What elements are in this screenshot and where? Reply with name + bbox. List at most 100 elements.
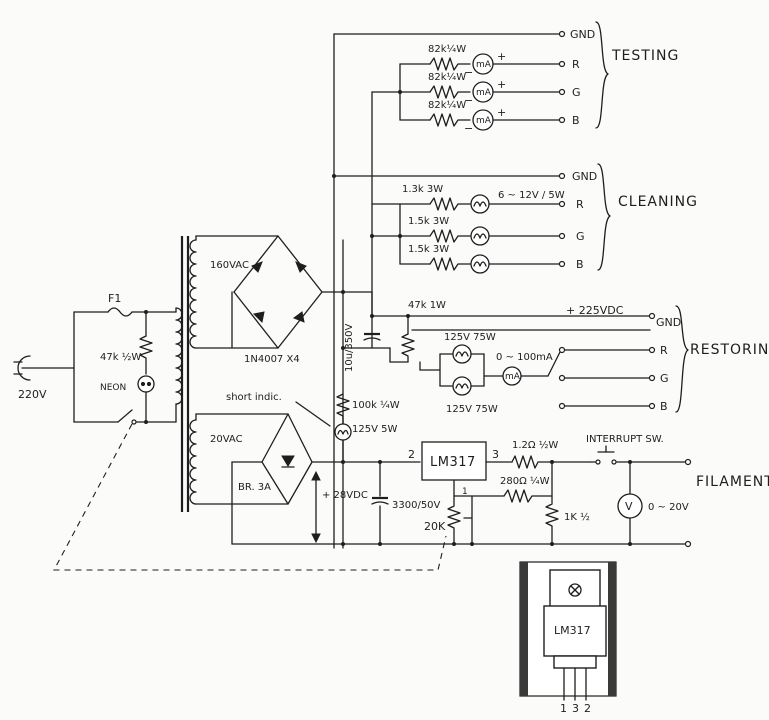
regulator-adj-res: 280Ω ¼W	[500, 475, 550, 487]
interrupt-switch-contact-a[interactable]	[595, 459, 601, 465]
primary-circuit: F1 47k ½W NEON 220V	[13, 292, 177, 425]
regulator-pot-label: 20K	[424, 520, 446, 533]
hv-supply: 160VAC 1N4007 X4 10u/350V 47k 1W	[195, 235, 651, 372]
testing-meter-b-label: mA	[476, 116, 492, 126]
regulator-pin-in: 2	[408, 448, 415, 461]
package-name: LM317	[554, 624, 591, 637]
testing-minus-g: −	[464, 94, 473, 107]
lv-capacitor-label: 3300/50V	[392, 500, 441, 511]
filament-meter-label: V	[625, 500, 633, 513]
testing-terminal-gnd[interactable]	[558, 30, 566, 38]
filament-terminal-minus[interactable]	[684, 540, 692, 548]
testing-b-label: B	[572, 114, 580, 127]
lv-secondary-label: 20VAC	[210, 434, 243, 445]
filament-terminal-plus[interactable]	[684, 458, 692, 466]
testing-minus-r: −	[464, 66, 473, 79]
cleaning-section: 1.3k 3W 1.5k 3W 1.5k 3W 6 ~ 12V / 5W GND…	[333, 163, 698, 274]
testing-plus-g: +	[497, 78, 506, 91]
restoring-bleeder-label: 47k 1W	[408, 300, 446, 311]
mains-label: 220V	[18, 388, 47, 401]
testing-r-label: R	[572, 58, 580, 71]
hv-secondary-label: 160VAC	[210, 260, 249, 271]
restoring-meter-range: 0 ~ 100mA	[496, 352, 553, 363]
testing-gnd-label: GND	[570, 28, 595, 41]
testing-meter-g-label: mA	[476, 88, 492, 98]
short-indicator-lamp: 125V 5W	[352, 424, 397, 435]
short-indicator-label: short indic.	[226, 392, 282, 403]
package-pin-3: 3	[572, 702, 579, 715]
filament-title: FILAMENT	[696, 474, 769, 490]
testing-meter-r-label: mA	[476, 60, 492, 70]
lv-supply: 20VAC BR. 3A + 28VDC 3300/50V	[195, 413, 687, 545]
neon-resistor-label: 47k ½W	[100, 351, 141, 363]
restoring-voltage-label: + 225VDC	[566, 304, 624, 317]
lv-voltage-label: + 28VDC	[322, 490, 368, 501]
hv-diodes-label: 1N4007 X4	[244, 354, 300, 365]
restoring-selector-b[interactable]	[558, 402, 566, 410]
testing-resistor-r-label: 82k¼W	[428, 43, 466, 55]
cleaning-resistor-r-label: 1.3k 3W	[402, 184, 443, 195]
cleaning-gnd-label: GND	[572, 170, 597, 183]
restoring-terminal-gnd[interactable]	[648, 312, 656, 320]
pot-switch-link	[53, 423, 447, 571]
cleaning-g-label: G	[576, 230, 585, 243]
regulator-pin-out: 3	[492, 448, 499, 461]
cleaning-title: CLEANING	[618, 194, 698, 210]
short-indicator-resistor: 100k ¼W	[352, 399, 400, 411]
filament-meter-range: 0 ~ 20V	[648, 502, 689, 513]
restoring-section: + 225VDC mA 125V 75W 125V 75W 0 ~ 100mA …	[407, 304, 769, 415]
testing-terminal-b[interactable]	[558, 116, 566, 124]
cleaning-terminal-b[interactable]	[558, 260, 566, 268]
testing-plus-b: +	[497, 106, 506, 119]
package-pin-2: 2	[584, 702, 591, 715]
cleaning-lamp-rating: 6 ~ 12V / 5W	[498, 190, 565, 201]
regulator-load-res: 1K ½	[564, 511, 590, 523]
interrupt-switch-label: INTERRUPT SW.	[586, 434, 664, 445]
testing-plus-r: +	[497, 50, 506, 63]
restoring-selector-g[interactable]	[558, 374, 566, 382]
regulator-section: LM317 2 3 1 1.2Ω ½W 280Ω ¼W 1K ½ 20K INT…	[408, 434, 769, 548]
restoring-meter-label: mA	[505, 372, 521, 382]
testing-section: mA mA mA + + + − − − 82k¼W 82k¼W 82k¼W G…	[371, 21, 679, 135]
testing-resistor-b-label: 82k¼W	[428, 99, 466, 111]
cleaning-resistor-b-label: 1.5k 3W	[408, 244, 449, 255]
testing-title: TESTING	[611, 48, 679, 64]
junctions	[144, 90, 632, 546]
testing-g-label: G	[572, 86, 581, 99]
cleaning-terminal-gnd[interactable]	[558, 172, 566, 180]
lm317-package: LM317 1 3 2	[519, 561, 617, 715]
restoring-gnd-label: GND	[656, 316, 681, 329]
testing-terminal-g[interactable]	[558, 88, 566, 96]
cleaning-r-label: R	[576, 198, 584, 211]
interrupt-switch-contact-b[interactable]	[611, 459, 617, 465]
restoring-lamp-top-label: 125V 75W	[444, 332, 496, 343]
cleaning-b-label: B	[576, 258, 584, 271]
short-indicator: short indic. 100k ¼W 125V 5W	[226, 392, 400, 463]
fuse-label: F1	[108, 292, 121, 305]
hv-capacitor-label: 10u/350V	[344, 323, 355, 372]
neon-label: NEON	[100, 383, 126, 393]
testing-terminal-r[interactable]	[558, 60, 566, 68]
regulator-name: LM317	[430, 455, 476, 470]
restoring-g-label: G	[660, 372, 669, 385]
cleaning-terminal-r[interactable]	[558, 200, 566, 208]
regulator-series-res: 1.2Ω ½W	[512, 439, 558, 451]
restoring-terminal-r[interactable]	[648, 346, 656, 354]
package-pin-1: 1	[560, 702, 567, 715]
restoring-b-label: B	[660, 400, 668, 413]
restoring-selector-r[interactable]	[558, 346, 566, 354]
lv-bridge-label: BR. 3A	[238, 482, 271, 493]
testing-resistor-g-label: 82k¼W	[428, 71, 466, 83]
restoring-r-label: R	[660, 344, 668, 357]
regulator-pin-adj: 1	[462, 487, 468, 497]
restoring-terminal-b[interactable]	[648, 402, 656, 410]
cleaning-resistor-g-label: 1.5k 3W	[408, 216, 449, 227]
restoring-lamp-bottom-label: 125V 75W	[446, 404, 498, 415]
transformer	[175, 236, 197, 512]
restoring-terminal-g[interactable]	[648, 374, 656, 382]
cleaning-terminal-g[interactable]	[558, 232, 566, 240]
restoring-title: RESTORING	[690, 342, 769, 358]
testing-minus-b: −	[464, 122, 473, 135]
